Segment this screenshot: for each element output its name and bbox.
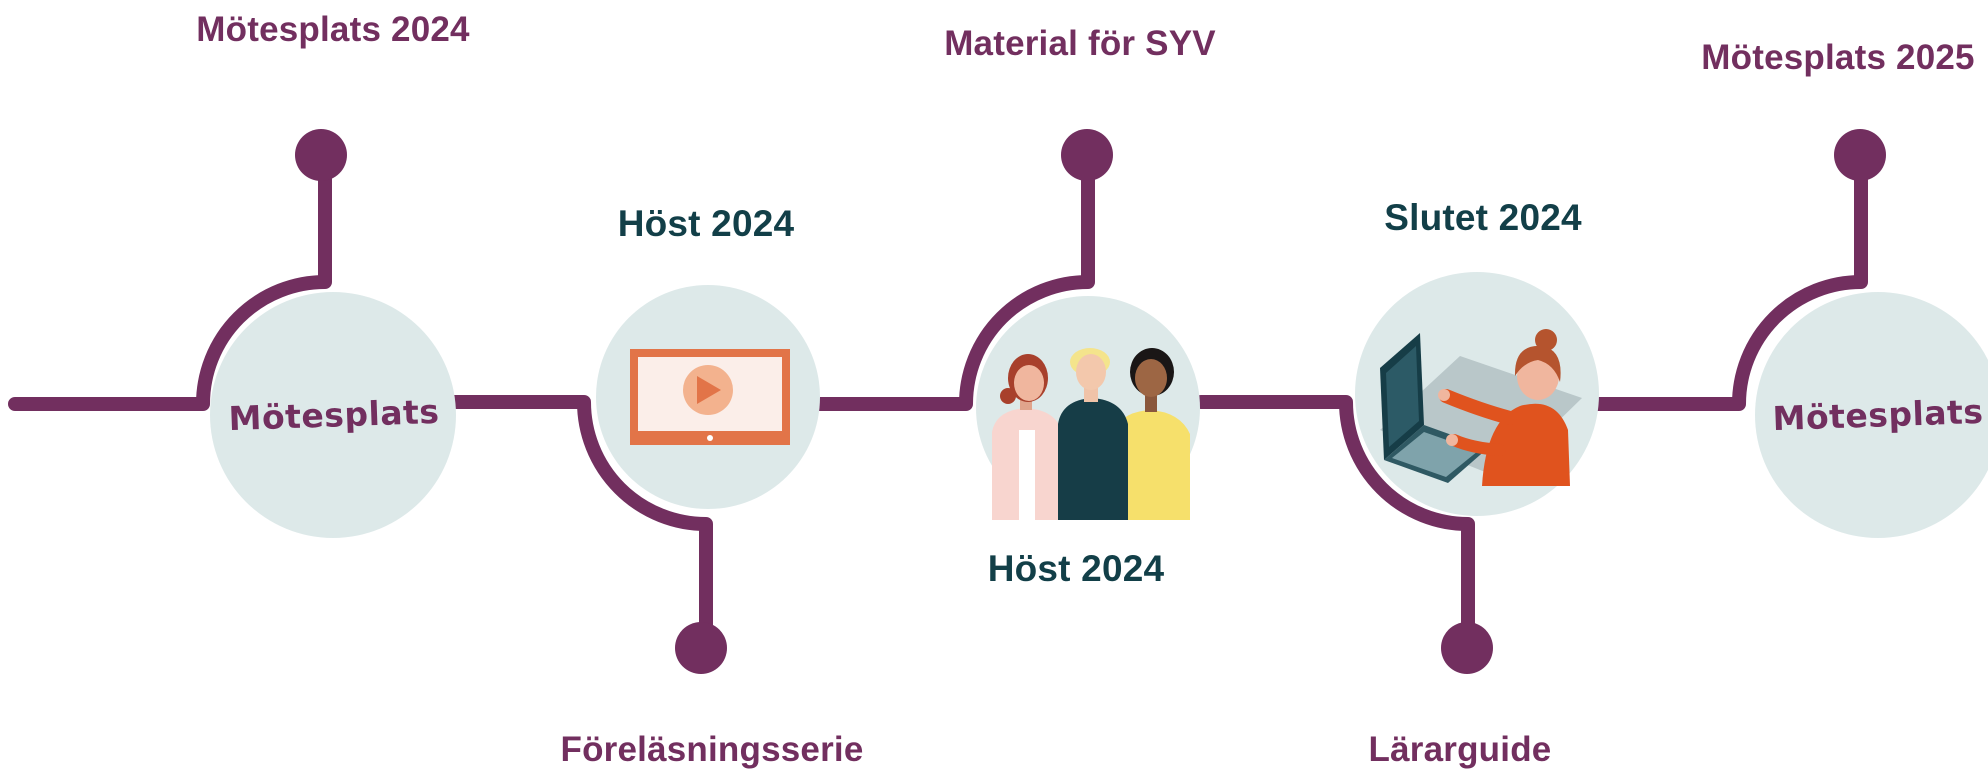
person-laptop-icon	[1380, 329, 1582, 486]
milestone-dot	[1441, 622, 1493, 674]
people-group-icon	[992, 348, 1190, 520]
milestone-title: Material för SYV	[944, 24, 1216, 63]
milestone-date: Slutet 2024	[1384, 197, 1582, 238]
milestone-title: Lärarguide	[1368, 730, 1552, 769]
milestone-title: Mötesplats 2024	[196, 10, 470, 49]
timeline-line	[446, 395, 713, 657]
timeline-line	[1194, 395, 1475, 657]
video-screen-icon	[630, 349, 790, 445]
timeline-line	[1589, 148, 1868, 411]
milestone-date: Höst 2024	[617, 203, 795, 244]
milestone-title: Mötesplats 2025	[1701, 38, 1975, 77]
motesplats-badge: Mötesplats	[227, 391, 441, 439]
timeline-line	[811, 148, 1095, 411]
milestone-title: Föreläsningsserie	[560, 730, 864, 769]
motesplats-2025-circle	[1755, 292, 1988, 538]
milestone-date: Höst 2024	[987, 548, 1165, 589]
motesplats-2024-circle	[210, 292, 456, 538]
milestone-dot	[1834, 129, 1886, 181]
milestone-dot	[295, 129, 347, 181]
milestone-dot	[675, 622, 727, 674]
milestone-dot	[1061, 129, 1113, 181]
motesplats-badge: Mötesplats	[1771, 391, 1985, 439]
timeline-line	[8, 148, 332, 411]
